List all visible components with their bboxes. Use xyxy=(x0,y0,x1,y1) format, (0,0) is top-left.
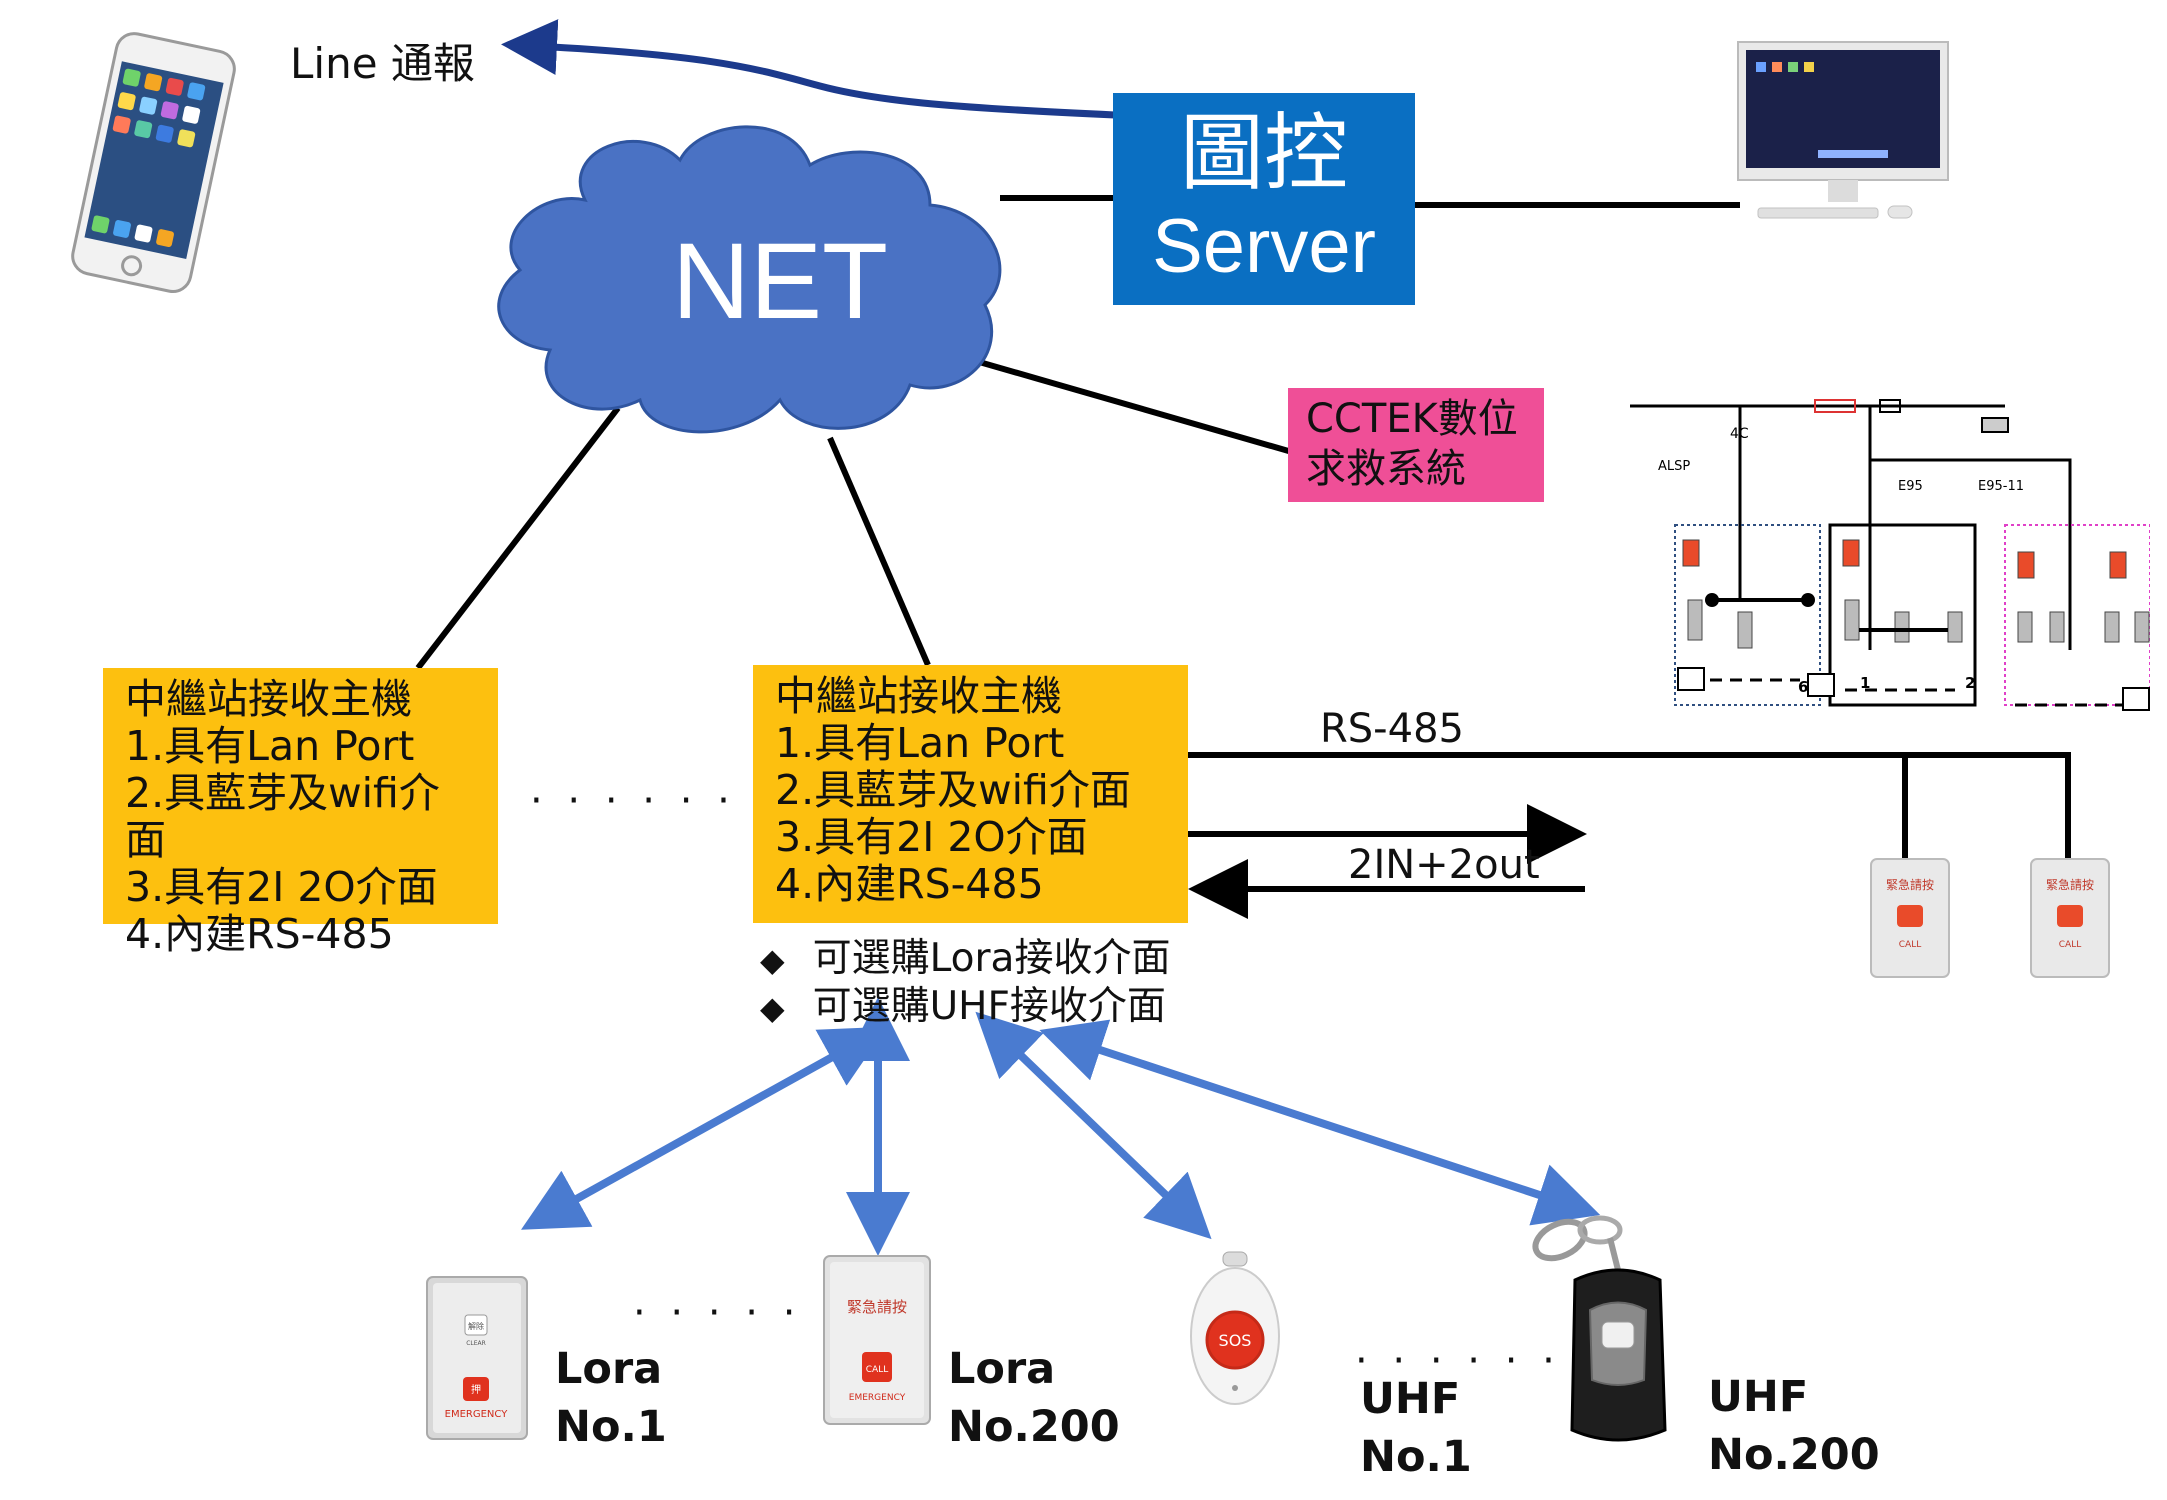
lora200-emergency: EMERGENCY xyxy=(849,1393,906,1403)
lora-call-panel-icon: 緊急請按 CALL EMERGENCY xyxy=(823,1255,931,1425)
bullet-diamond-icon: ◆ xyxy=(760,941,785,979)
rs485-bus xyxy=(1188,752,2071,858)
rs485-panel-2-call: CALL xyxy=(2059,940,2081,950)
net-cctek-link xyxy=(954,352,1293,455)
relay-host-1-feature-1: 1.具有Lan Port xyxy=(125,722,415,770)
uhf-no200-line2: No.200 xyxy=(1708,1430,1880,1480)
cctek-box: CCTEK數位 求救系統 xyxy=(1288,388,1544,502)
lora200-panel-zh: 緊急請按 xyxy=(847,1298,907,1316)
lora200-call-en: CALL xyxy=(866,1365,888,1375)
smartphone-icon xyxy=(71,32,236,294)
schematic-tag-4c: 4C xyxy=(1730,426,1749,442)
schematic-num-6: 6 xyxy=(1798,678,1808,696)
server-box: 圖控 Server xyxy=(1113,93,1415,305)
option-uhf-label: 可選購UHF接收介面 xyxy=(812,984,1166,1029)
cctek-title-1: CCTEK數位 xyxy=(1306,396,1518,442)
lora-no200-line1: Lora xyxy=(948,1344,1056,1394)
lora1-clear-zh: 解除 xyxy=(468,1321,484,1331)
lora1-clear-en: CLEAR xyxy=(466,1340,486,1347)
lora-no1-line1: Lora xyxy=(555,1344,663,1394)
sos-text: SOS xyxy=(1219,1331,1252,1350)
relay-host-2-feature-2: 2.具藍芽及wifi介面 xyxy=(775,766,1131,814)
wireless-arrow-lora1 xyxy=(521,1026,887,1230)
rs485-panel-1-zh: 緊急請按 xyxy=(1886,877,1934,892)
rs485-call-panel-icon: 緊急請按 CALL xyxy=(1870,858,1950,978)
lora-range-dots: · · · · · · xyxy=(633,1290,839,1336)
schematic-col-right: E95-11 xyxy=(1978,479,2024,494)
relay-host-1-feature-3: 3.具有2I 2O介面 xyxy=(125,863,438,911)
uhf-remote-keyfob-icon xyxy=(1532,1215,1667,1442)
uhf-no200-label: UHF No.200 xyxy=(1708,1368,1880,1484)
lora-no200-line2: No.200 xyxy=(948,1402,1120,1452)
cctek-schematic: 4C ALSP E95 E95-11 1 2 6 xyxy=(1630,399,2150,711)
relay-host-box-2: 中繼站接收主機 1.具有Lan Port 2.具藍芽及wifi介面 3.具有2I… xyxy=(753,665,1188,923)
schematic-col-left: ALSP xyxy=(1658,459,1690,474)
sos-pendant-icon: SOS xyxy=(1190,1251,1280,1405)
line-notify-label: Line 通報 xyxy=(290,39,475,88)
cctek-title-2: 求救系統 xyxy=(1306,446,1466,492)
relay-host-2-feature-4: 4.內建RS-485 xyxy=(775,860,1044,908)
line-notify-link xyxy=(501,19,1116,119)
relay-host-2-feature-3: 3.具有2I 2O介面 xyxy=(775,813,1088,861)
io-label: 2IN+2out xyxy=(1348,842,1540,888)
relay-host-1-feature-2: 2.具藍芽及wifi介面 xyxy=(125,769,440,864)
lora-emergency-button-icon: 解除 CLEAR 押 EMERGENCY xyxy=(426,1276,528,1440)
uhf-no1-line1: UHF xyxy=(1360,1374,1461,1424)
rs485-panel-1-call: CALL xyxy=(1899,940,1921,950)
uhf-no200-line1: UHF xyxy=(1708,1372,1809,1422)
schematic-col-mid: E95 xyxy=(1898,479,1923,494)
rs485-label: RS-485 xyxy=(1320,706,1464,752)
uhf-no1-line2: No.1 xyxy=(1360,1432,1472,1482)
relay-host-box-1: 中繼站接收主機 1.具有Lan Port 2.具藍芽及wifi介面 3.具有2I… xyxy=(103,668,498,958)
net-label: NET xyxy=(672,220,888,341)
lora1-call-zh: 押 xyxy=(471,1383,481,1396)
net-relay2-link xyxy=(827,436,931,667)
schematic-num-2: 2 xyxy=(1965,674,1975,692)
rs485-panel-2-zh: 緊急請按 xyxy=(2046,877,2094,892)
option-lora-label: 可選購Lora接收介面 xyxy=(812,936,1171,981)
server-title-en: Server xyxy=(1152,204,1376,289)
lora1-emergency: EMERGENCY xyxy=(445,1409,509,1420)
server-title-zh: 圖控 xyxy=(1179,104,1348,202)
net-cloud xyxy=(497,125,1002,434)
lora-no200-label: Lora No.200 xyxy=(948,1340,1120,1456)
rs485-call-panel-icon: 緊急請按 CALL xyxy=(2030,858,2110,978)
schematic-num-1: 1 xyxy=(1860,674,1870,692)
relay-host-2-feature-1: 1.具有Lan Port xyxy=(775,719,1065,767)
wireless-arrow-uhf xyxy=(1039,1019,1601,1226)
lora-no1-label: Lora No.1 xyxy=(555,1340,667,1456)
bullet-diamond-icon: ◆ xyxy=(760,989,785,1027)
net-relay1-link xyxy=(415,406,621,670)
lora-no1-line2: No.1 xyxy=(555,1402,667,1452)
option-uhf: ◆ 可選購UHF接收介面 xyxy=(760,983,1166,1032)
monitor-icon xyxy=(1737,41,1949,219)
uhf-no1-label: UHF No.1 xyxy=(1360,1370,1472,1486)
option-lora: ◆ 可選購Lora接收介面 xyxy=(760,935,1170,984)
relay-separator-dots: · · · · · · xyxy=(530,778,736,824)
uhf-range-dots: · · · · · · xyxy=(1355,1338,1561,1384)
relay-host-1-feature-4: 4.內建RS-485 xyxy=(125,910,394,958)
relay-host-2-title: 中繼站接收主機 xyxy=(775,672,1062,720)
relay-host-1-title: 中繼站接收主機 xyxy=(125,675,412,723)
